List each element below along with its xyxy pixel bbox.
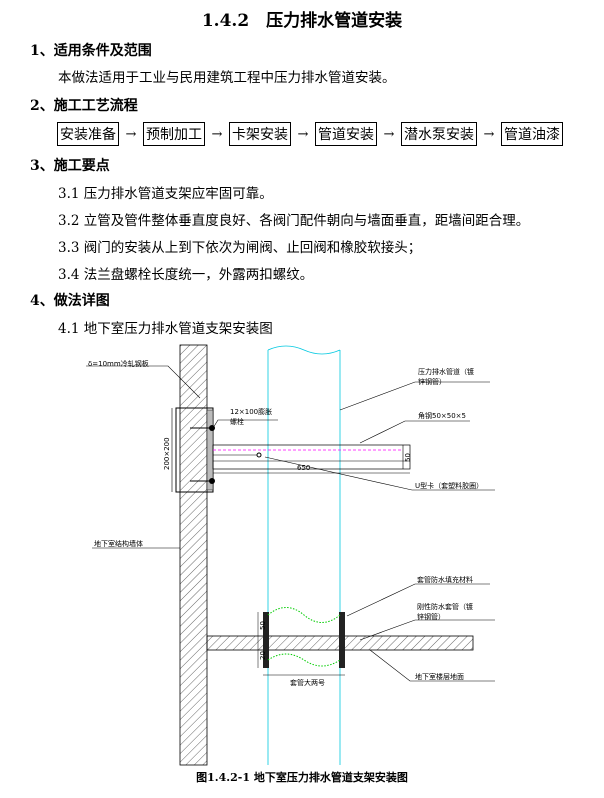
arrow-right-icon: → [125,126,137,142]
paragraph: 4.1 地下室压力排水管道支架安装图 [58,321,273,337]
arrow-right-icon: → [211,126,223,142]
section-heading-1: 1、适用条件及范围 [30,43,152,59]
flow-step: 管道安装 [315,122,377,146]
label-pipe-2: 锌钢管） [418,377,446,386]
paragraph: 3.4 法兰盘螺栓长度统一，外露两扣螺纹。 [58,267,314,283]
paragraph: 3.3 阀门的安装从上到下依次为闸阀、止回阀和橡胶软接头； [58,240,422,256]
dim-650: 650 [297,464,310,472]
label-bolt: 12×100膨胀 [230,407,272,416]
basement-wall [179,344,208,766]
label-filler: 套管防水填充材料 [417,575,473,584]
drain-pipe [267,345,341,355]
flow-step: 卡架安装 [229,122,291,146]
label-wall: 地下室结构墙体 [94,539,143,548]
angle-steel [212,444,411,470]
section-heading-3: 3、施工要点 [30,158,110,174]
arrow-right-icon: → [483,126,495,142]
u-clamp [256,452,262,458]
waterproof-sleeve [263,612,269,668]
label-pipe: 压力排水管道（镀 [418,367,474,376]
dim-50: 50 [404,453,412,462]
flow-step: 安装准备 [57,122,119,146]
label-angle-steel: 角钢50×50×5 [418,411,466,420]
flow-step: 潜水泵安装 [401,122,477,146]
label-u-clamp: U型卡（套塑料胶圈） [415,481,483,490]
paragraph: 3.2 立管及管件整体垂直度良好、各阀门配件朝向与墙面垂直，距墙间距合理。 [58,213,530,229]
page-title: 1.4.2 压力排水管道安装 [201,11,403,31]
process-flow: 安装准备 → 预制加工 → 卡架安装 → 管道安装 → 潜水泵安装 → 管道油漆 [57,122,563,146]
paragraph: 本做法适用于工业与民用建筑工程中压力排水管道安装。 [58,70,396,86]
section-heading-2: 2、施工工艺流程 [30,98,138,114]
arrow-right-icon: → [383,126,395,142]
label-floor: 地下室楼层地面 [415,672,464,681]
flow-step: 管道油漆 [501,122,563,146]
label-sleeve-size: 套管大两号 [290,678,325,687]
label-bolt-2: 螺栓 [230,417,244,426]
figure-caption: 图1.4.2-1 地下室压力排水管道支架安装图 [196,771,408,784]
dim-50b: 50 [259,621,267,630]
paragraph: 3.1 压力排水管道支架应牢固可靠。 [58,186,273,202]
flow-step: 预制加工 [143,122,205,146]
label-plate-size: 200×200 [163,437,171,470]
arrow-right-icon: → [297,126,309,142]
dim-20: 20 [259,651,267,660]
section-heading-4: 4、做法详图 [30,293,110,309]
label-sleeve-2: 锌钢管） [417,612,445,621]
label-sleeve: 刚性防水套管（镀 [417,602,473,611]
label-plate: δ=10mm冷轧钢板 [88,359,149,368]
